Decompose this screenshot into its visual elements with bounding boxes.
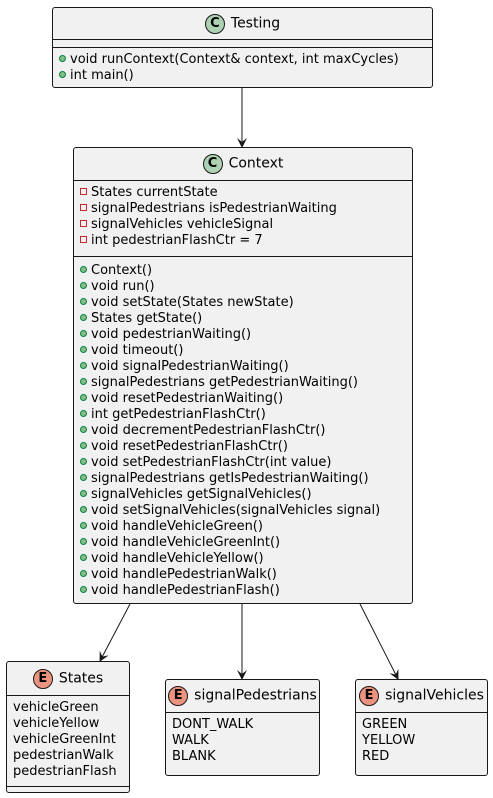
method-row: void setPedestrianFlashCtr(int value) [80, 455, 412, 471]
edge-context-to-signalvehicles [359, 603, 399, 680]
private-marker-icon [80, 220, 87, 227]
public-marker-icon [80, 570, 87, 577]
edge-context-to-states [99, 603, 131, 662]
enum-name: signalVehicles [385, 687, 484, 704]
public-marker-icon [80, 490, 87, 497]
public-marker-icon [80, 298, 87, 305]
enum-value: WALK [172, 733, 209, 748]
method-row: signalPedestrians getPedestrianWaiting() [80, 375, 412, 391]
enum-name: signalPedestrians [194, 687, 317, 704]
class-stereotype-icon: C [202, 153, 223, 174]
public-marker-icon [80, 266, 87, 273]
public-marker-icon [80, 378, 87, 385]
public-marker-icon [80, 362, 87, 369]
field-row: States currentState [80, 185, 412, 201]
method-row: void run() [80, 279, 412, 295]
enum-stereotype-icon: E [168, 685, 189, 706]
field-row: signalPedestrians isPedestrianWaiting [80, 201, 412, 217]
class-testing[interactable]: C Testing void runContext(Context& contex… [52, 7, 433, 88]
methods-section: void runContext(Context& context, int ma… [53, 47, 432, 88]
method-row: void timeout() [80, 343, 412, 359]
enum-value: RED [362, 749, 390, 764]
method-row: int getPedestrianFlashCtr() [80, 407, 412, 423]
method-row: Context() [80, 263, 412, 279]
public-marker-icon [80, 458, 87, 465]
private-marker-icon [80, 236, 87, 243]
enum-header: E States [7, 662, 129, 695]
public-marker-icon [80, 554, 87, 561]
enum-values-section: GREEN YELLOW RED [356, 712, 487, 769]
method-row: void handleVehicleGreen() [80, 519, 412, 535]
enum-values-section: vehicleGreen vehicleYellow vehicleGreenI… [7, 695, 129, 786]
enum-value: GREEN [362, 717, 408, 732]
method-row: signalVehicles getSignalVehicles() [80, 487, 412, 503]
class-name: Context [228, 155, 284, 172]
enum-value: YELLOW [362, 733, 416, 748]
field-row: signalVehicles vehicleSignal [80, 217, 412, 233]
public-marker-icon [80, 442, 87, 449]
enum-value: DONT_WALK [172, 717, 254, 732]
public-marker-icon [80, 346, 87, 353]
method-row: void handlePedestrianFlash() [80, 583, 412, 599]
public-marker-icon [80, 522, 87, 529]
method-row: void handlePedestrianWalk() [80, 567, 412, 583]
method-row: void setState(States newState) [80, 295, 412, 311]
public-marker-icon [80, 314, 87, 321]
method-row: void decrementPedestrianFlashCtr() [80, 423, 412, 439]
method-row: int main() [59, 68, 432, 84]
public-marker-icon [80, 394, 87, 401]
enum-states[interactable]: E States vehicleGreen vehicleYellow vehic… [6, 661, 130, 793]
enum-name: States [58, 670, 104, 687]
methods-section: Context() void run() void setState(State… [74, 256, 412, 603]
enum-value: vehicleGreenInt [13, 732, 116, 747]
method-row: void setSignalVehicles(signalVehicles si… [80, 503, 412, 519]
public-marker-icon [59, 55, 66, 62]
enum-values-section: DONT_WALK WALK BLANK [166, 712, 319, 769]
class-name: Testing [230, 15, 281, 32]
enum-value: pedestrianWalk [13, 748, 114, 763]
public-marker-icon [59, 71, 66, 78]
fields-section [53, 39, 432, 47]
method-row: void handleVehicleYellow() [80, 551, 412, 567]
class-header: C Context [74, 148, 412, 180]
enum-value: BLANK [172, 749, 216, 764]
enum-value: vehicleYellow [13, 716, 100, 731]
class-context[interactable]: C Context States currentState signalPedes… [73, 147, 413, 604]
field-row: int pedestrianFlashCtr = 7 [80, 233, 412, 249]
enum-value: pedestrianFlash [13, 764, 117, 779]
method-row: void pedestrianWaiting() [80, 327, 412, 343]
private-marker-icon [80, 204, 87, 211]
method-row: void signalPedestrianWaiting() [80, 359, 412, 375]
public-marker-icon [80, 586, 87, 593]
public-marker-icon [80, 282, 87, 289]
class-stereotype-icon: C [204, 13, 225, 34]
public-marker-icon [80, 410, 87, 417]
method-row: void runContext(Context& context, int ma… [59, 52, 432, 68]
public-marker-icon [80, 506, 87, 513]
enum-empty-section [7, 786, 129, 792]
method-row: void resetPedestrianWaiting() [80, 391, 412, 407]
enum-value: vehicleGreen [13, 700, 99, 715]
method-row: signalPedestrians getIsPedestrianWaiting… [80, 471, 412, 487]
enum-stereotype-icon: E [359, 685, 380, 706]
private-marker-icon [80, 188, 87, 195]
class-header: C Testing [53, 8, 432, 39]
method-row: States getState() [80, 311, 412, 327]
public-marker-icon [80, 538, 87, 545]
enum-stereotype-icon: E [32, 668, 53, 689]
public-marker-icon [80, 330, 87, 337]
method-row: void handleVehicleGreenInt() [80, 535, 412, 551]
fields-section: States currentState signalPedestrians is… [74, 180, 412, 256]
public-marker-icon [80, 426, 87, 433]
method-row: void resetPedestrianFlashCtr() [80, 439, 412, 455]
public-marker-icon [80, 474, 87, 481]
